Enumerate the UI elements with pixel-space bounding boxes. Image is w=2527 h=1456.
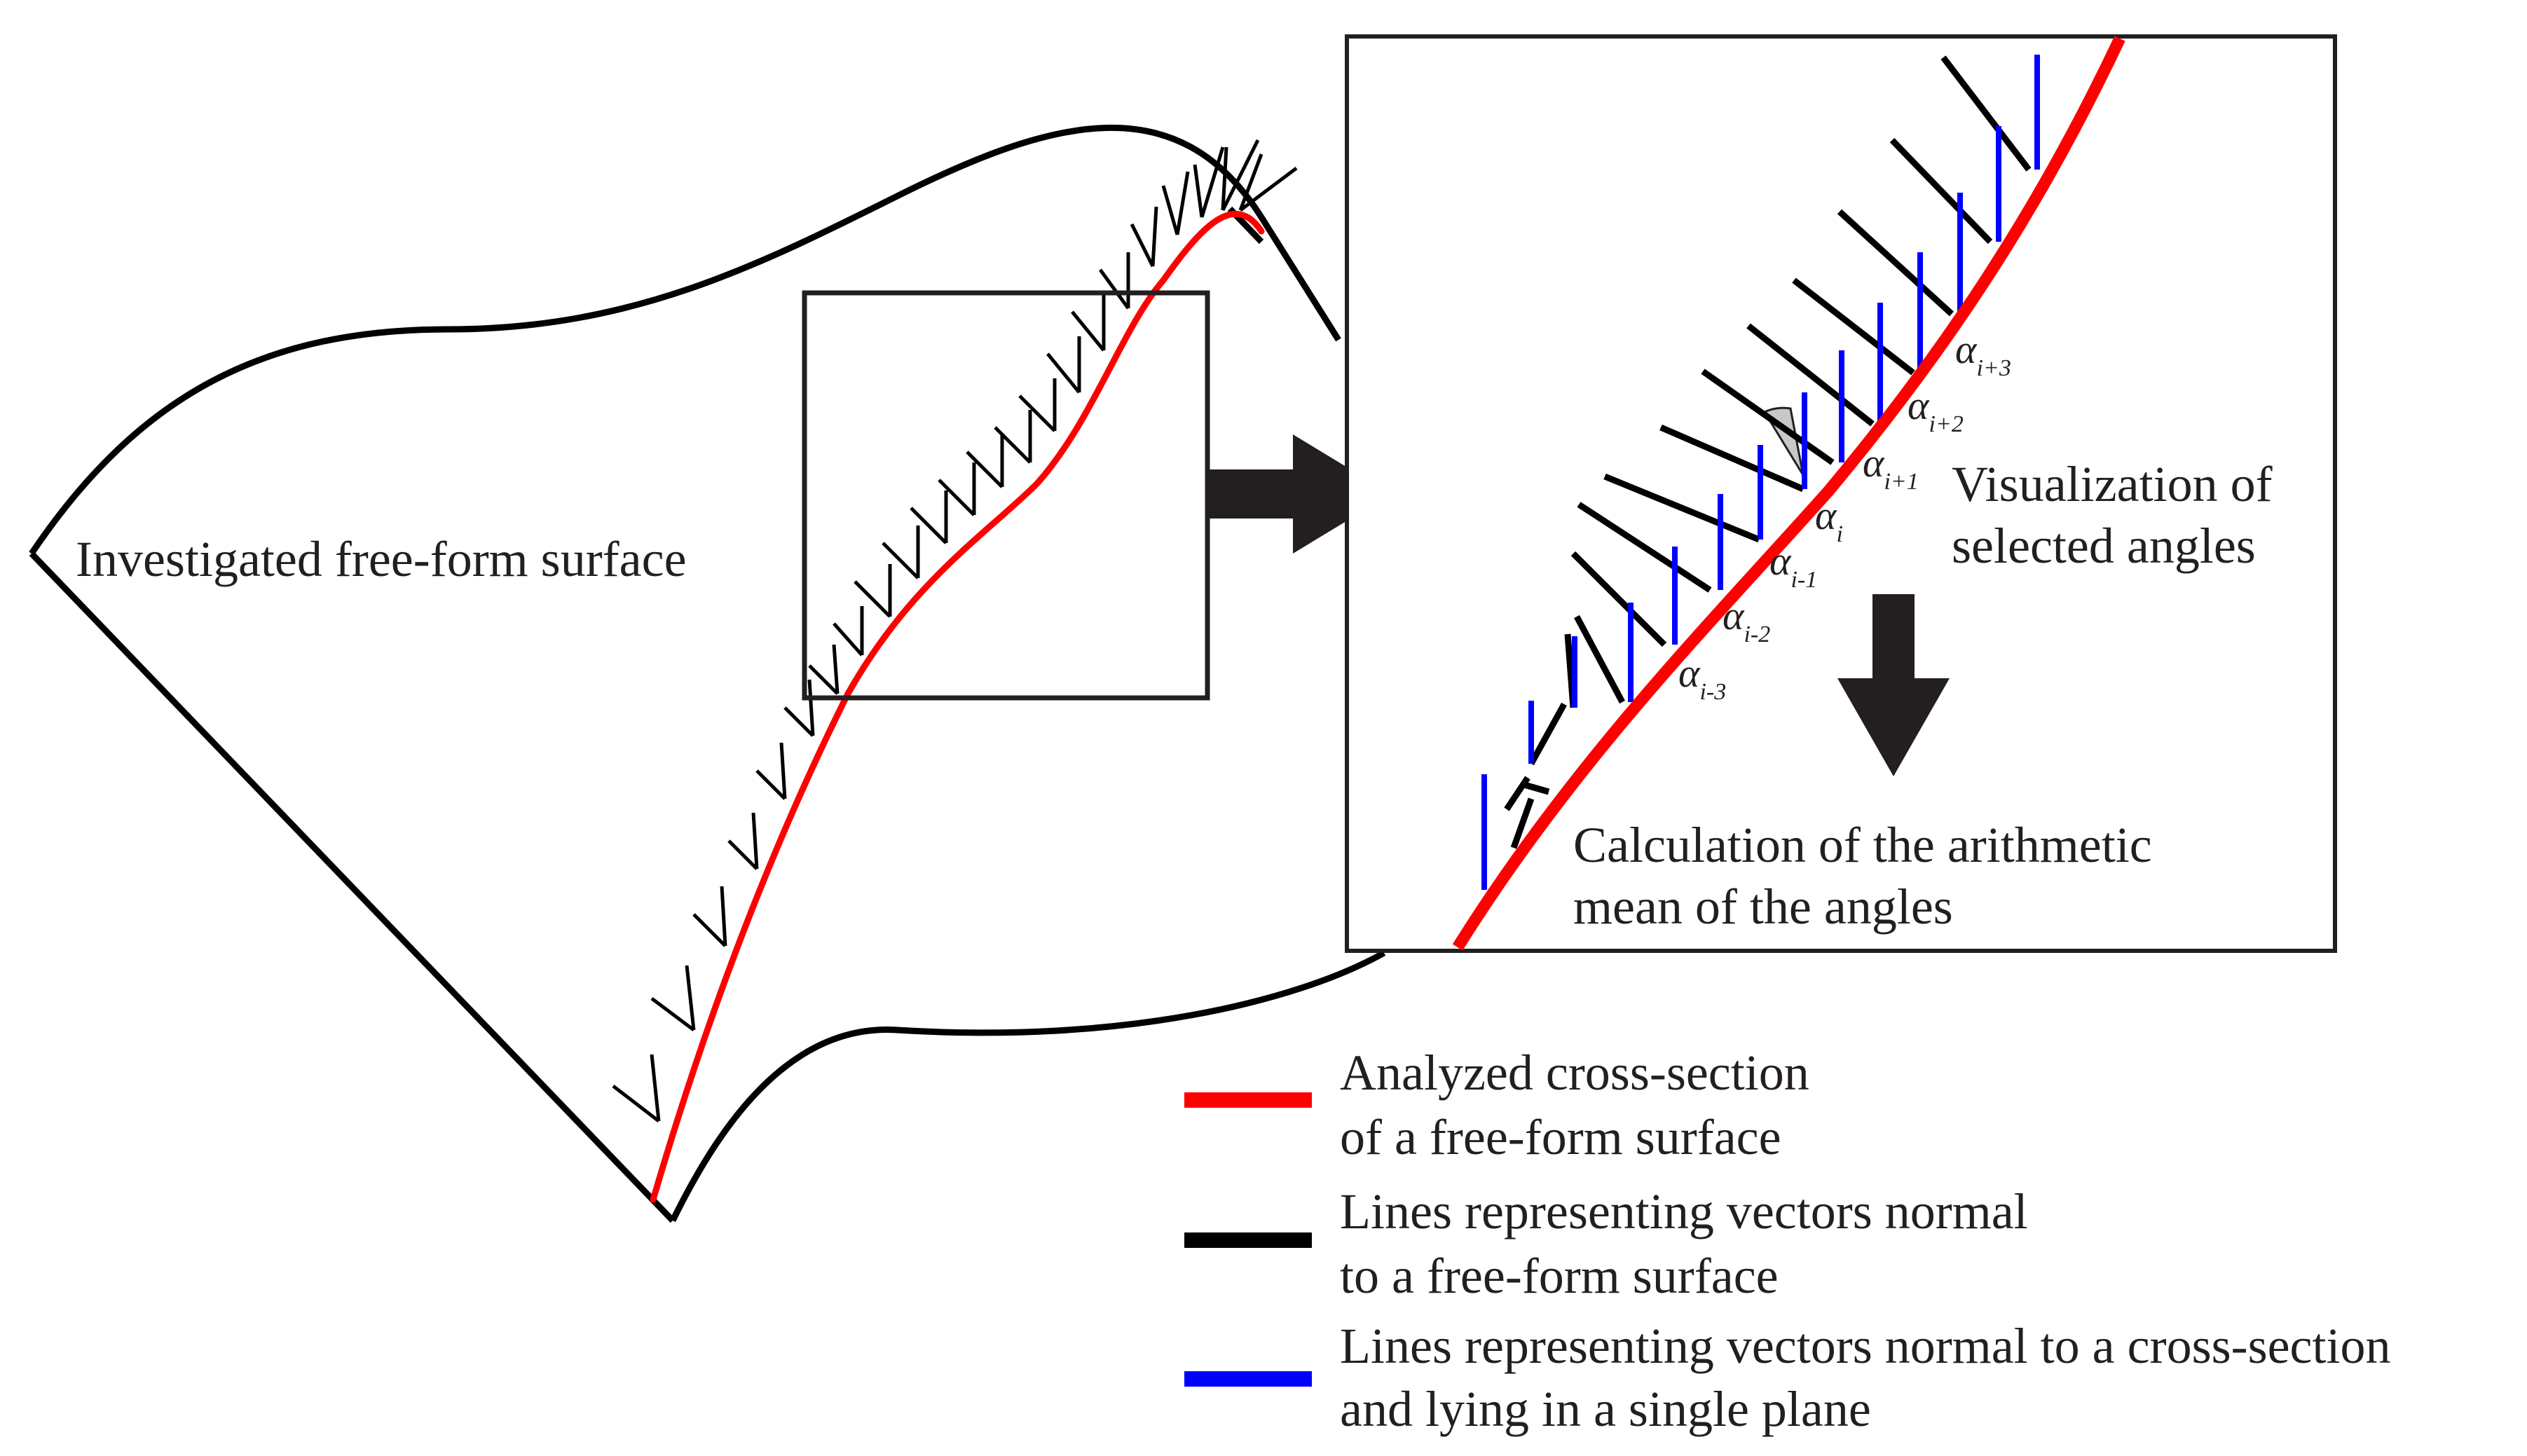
legend-cross-section-line2: of a free-form surface — [1340, 1109, 1781, 1165]
analyzed-cross-section — [650, 211, 1265, 1203]
surface-normals-overview — [612, 139, 1298, 1122]
legend-plane-normals-line1: Lines representing vectors normal to a c… — [1340, 1318, 2391, 1374]
legend-item-cross-section: Analyzed cross-section of a free-form su… — [1184, 1045, 1809, 1165]
angle-label-i-3: αi-3 — [1678, 650, 1726, 705]
angle-label-i-2: αi-2 — [1723, 593, 1770, 647]
angle-labels: αi+3 αi+2 αi+1 αi αi-1 αi-2 αi-3 — [1678, 327, 2011, 705]
down-arrow-icon — [1837, 594, 1950, 776]
legend-plane-normals-line2: and lying in a single plane — [1340, 1381, 1871, 1437]
surface-label: Investigated free-form surface — [76, 531, 687, 587]
angle-label-i+1: αi+1 — [1863, 440, 1919, 495]
surface-outline-left-edge — [29, 551, 676, 1223]
legend-item-plane-normals: Lines representing vectors normal to a c… — [1184, 1318, 2391, 1437]
angle-label-i+3: αi+3 — [1955, 327, 2011, 381]
legend-surface-normals-line1: Lines representing vectors normal — [1340, 1183, 2028, 1239]
zoom-selection-box — [802, 290, 1210, 701]
calculation-label-line1: Calculation of the arithmetic — [1573, 817, 2152, 873]
inset-plane-normals — [1481, 55, 2040, 890]
legend-cross-section-line1: Analyzed cross-section — [1340, 1045, 1809, 1101]
visualization-label-line2: selected angles — [1952, 518, 2256, 574]
inset-surface-normals — [1504, 55, 2032, 811]
angle-label-i: αi — [1815, 493, 1843, 547]
legend-surface-normals-line2: to a free-form surface — [1340, 1248, 1779, 1304]
calculation-label-line2: mean of the angles — [1573, 879, 1953, 935]
zoom-arrow-icon — [1205, 434, 1391, 554]
legend-item-surface-normals: Lines representing vectors normal to a f… — [1184, 1183, 2028, 1304]
legend: Analyzed cross-section of a free-form su… — [1184, 1045, 2391, 1437]
inset-surface-normals-lower — [1510, 781, 1550, 849]
surface-outline-bottom — [669, 950, 1386, 1222]
surface-outline — [29, 125, 1341, 556]
angle-label-i+2: αi+2 — [1908, 383, 1964, 437]
zoomed-inset-panel: αi+3 αi+2 αi+1 αi αi-1 αi-2 αi-3 Visuali… — [1345, 34, 2337, 953]
angle-label-i-1: αi-1 — [1769, 538, 1817, 593]
inset-cross-section — [1452, 36, 2125, 951]
visualization-label-line1: Visualization of — [1952, 456, 2273, 512]
